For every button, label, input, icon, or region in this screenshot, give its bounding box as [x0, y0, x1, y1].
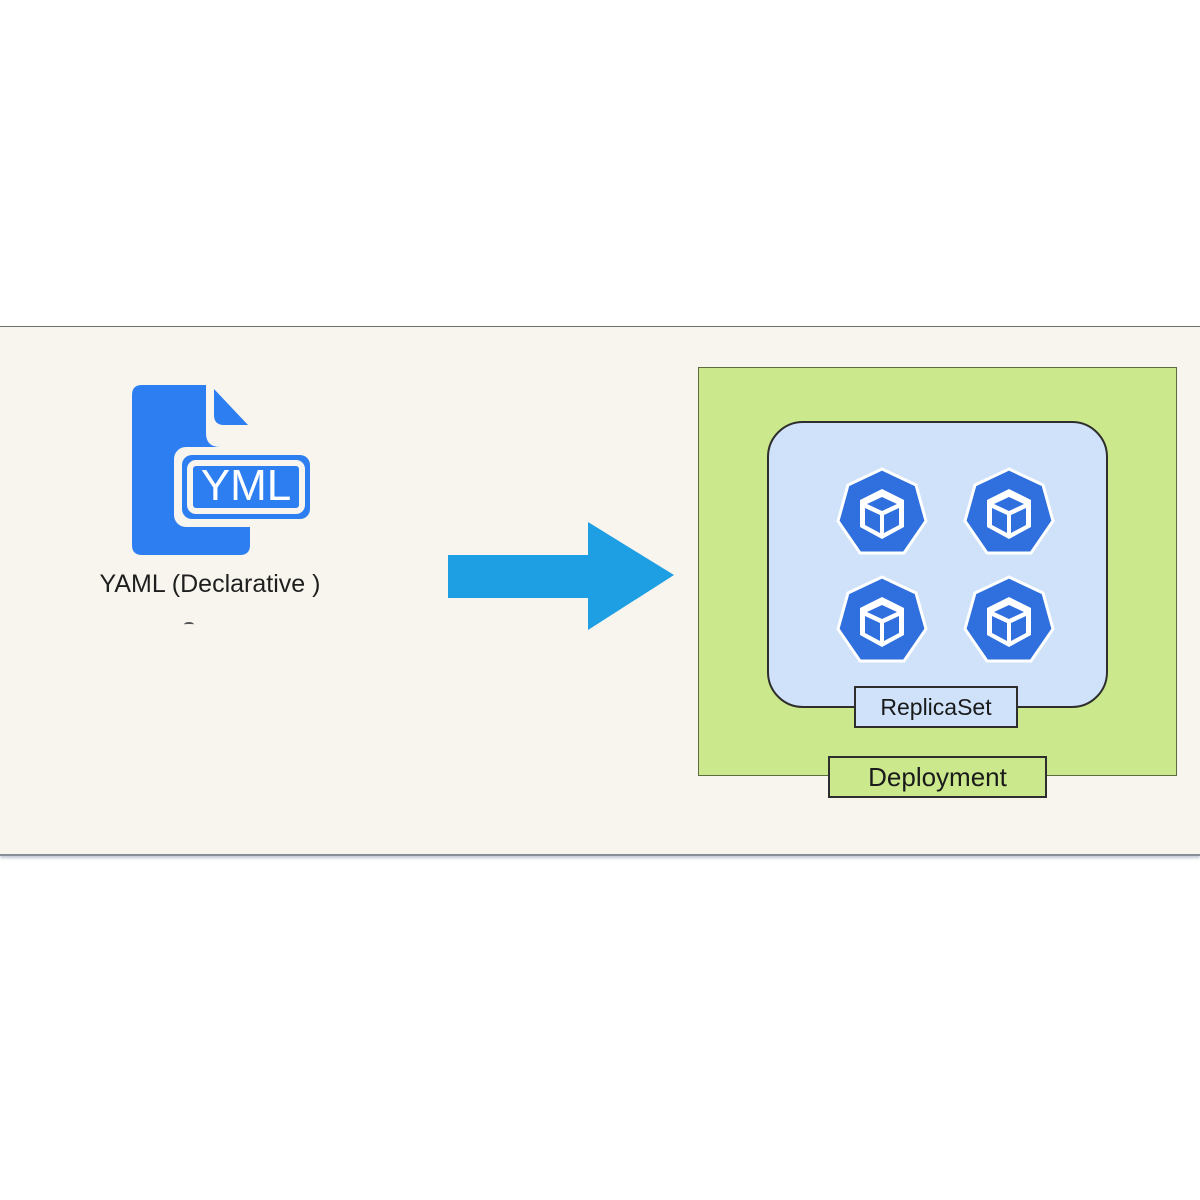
kubernetes-pod-icon: [836, 467, 928, 555]
arrow-right-icon: [448, 522, 674, 630]
small-mark: [184, 622, 194, 627]
kubernetes-pod-icon: [963, 575, 1055, 663]
deployment-label: Deployment: [828, 756, 1047, 798]
yaml-label: YAML (Declarative ): [99, 570, 321, 598]
yaml-file-icon: YML: [132, 385, 314, 555]
yaml-icon-text: YML: [201, 461, 291, 510]
replicaset-box: [767, 421, 1108, 708]
kubernetes-pod-icon: [836, 575, 928, 663]
replicaset-label: ReplicaSet: [854, 686, 1018, 728]
kubernetes-pod-icon: [963, 467, 1055, 555]
